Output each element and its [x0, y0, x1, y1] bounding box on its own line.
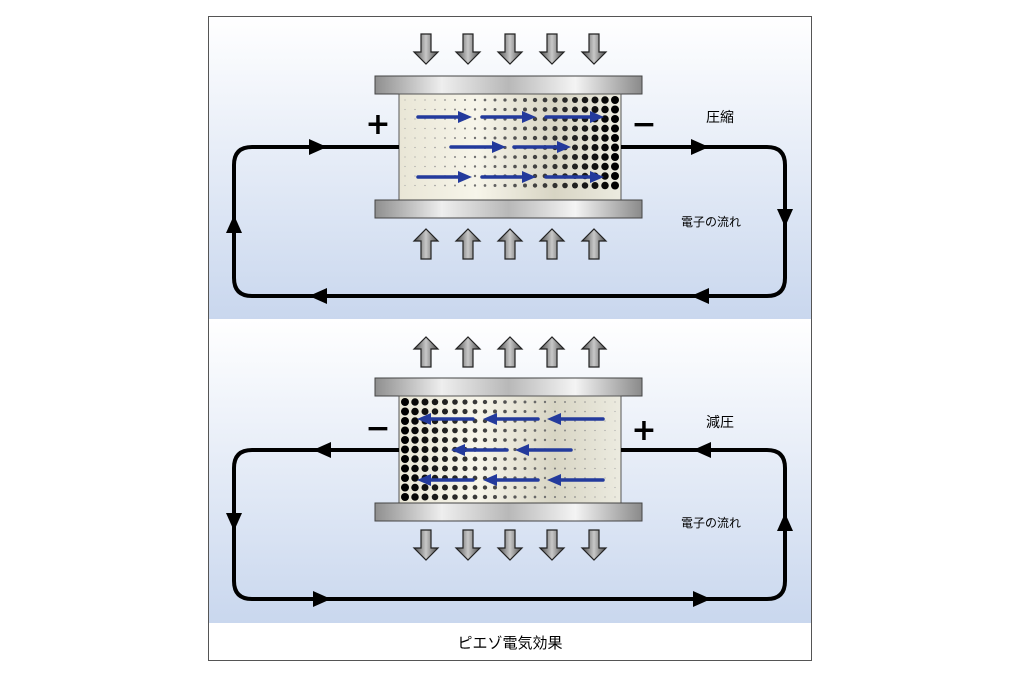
force-arrow-up-icon: [454, 336, 482, 368]
arrow-up-icon: [777, 513, 793, 531]
arrow-left-icon: [309, 288, 327, 304]
arrow-up-icon: [226, 215, 242, 233]
force-arrow-up-icon: [580, 336, 608, 368]
arrowhead-left-icon: [417, 474, 431, 486]
force-arrow-up-icon: [496, 336, 524, 368]
arrowhead-right-icon: [522, 111, 536, 123]
polarization-arrows: [416, 111, 604, 183]
force-arrows-inward-top: [412, 33, 608, 65]
bottom-electrode-plate: [374, 502, 643, 522]
left-sign: −: [365, 411, 390, 446]
decompression-panel: − + 減圧 電子の流れ: [209, 320, 811, 623]
force-arrow-down-icon: [496, 33, 524, 65]
arrow-right-icon: [309, 139, 327, 155]
arrowhead-left-icon: [417, 413, 431, 425]
left-sign: +: [365, 107, 390, 142]
force-arrow-down-icon: [580, 33, 608, 65]
arrowhead-right-icon: [492, 141, 506, 153]
arrowhead-right-icon: [458, 171, 472, 183]
compression-panel: + − 圧縮 電子の流れ: [209, 17, 811, 319]
force-arrow-up-icon: [454, 228, 482, 260]
force-arrow-down-icon: [538, 33, 566, 65]
force-arrows-inward-bottom: [412, 228, 608, 260]
arrowhead-right-icon: [590, 111, 604, 123]
charge-dots: [401, 398, 616, 501]
force-arrow-up-icon: [538, 336, 566, 368]
force-arrow-up-icon: [412, 228, 440, 260]
arrowhead-right-icon: [557, 141, 571, 153]
figure-caption: ピエゾ電気効果: [457, 634, 562, 652]
force-arrows-outward-top: [412, 336, 608, 368]
force-arrow-down-icon: [454, 33, 482, 65]
force-arrow-up-icon: [580, 228, 608, 260]
arrowhead-left-icon: [483, 474, 497, 486]
current-arrowheads: [226, 442, 793, 607]
top-electrode-plate: [374, 75, 643, 95]
force-arrow-down-icon: [538, 529, 566, 561]
force-arrow-down-icon: [454, 529, 482, 561]
force-arrows-outward-bottom: [412, 529, 608, 561]
arrowhead-left-icon: [547, 413, 561, 425]
arrow-left-icon: [313, 442, 331, 458]
arrowhead-left-icon: [483, 413, 497, 425]
force-arrow-up-icon: [538, 228, 566, 260]
current-arrowheads: [226, 139, 793, 304]
state-label: 圧縮: [706, 110, 734, 126]
polarization-arrows: [417, 413, 605, 486]
arrow-right-icon: [691, 139, 709, 155]
right-sign: −: [631, 107, 656, 142]
force-arrow-up-icon: [496, 228, 524, 260]
right-sign: +: [631, 413, 656, 448]
force-arrow-down-icon: [412, 33, 440, 65]
arrowhead-right-icon: [458, 111, 472, 123]
top-electrode-plate: [374, 377, 643, 397]
arrowhead-left-icon: [515, 444, 529, 456]
arrowhead-left-icon: [451, 444, 465, 456]
arrow-left-icon: [691, 288, 709, 304]
arrowhead-left-icon: [547, 474, 561, 486]
arrowhead-right-icon: [522, 171, 536, 183]
state-label: 減圧: [706, 414, 734, 431]
force-arrow-down-icon: [412, 529, 440, 561]
arrow-down-icon: [777, 209, 793, 227]
electron-flow-label: 電子の流れ: [681, 516, 741, 530]
arrow-right-icon: [693, 591, 711, 607]
bottom-electrode-plate: [374, 199, 643, 219]
force-arrow-down-icon: [496, 529, 524, 561]
arrowhead-right-icon: [590, 171, 604, 183]
arrow-left-icon: [693, 442, 711, 458]
force-arrow-down-icon: [580, 529, 608, 561]
electron-flow-label: 電子の流れ: [681, 215, 741, 229]
arrow-down-icon: [226, 513, 242, 531]
circuit-wire: [232, 145, 787, 298]
arrow-right-icon: [313, 591, 331, 607]
circuit-wire: [232, 448, 787, 601]
force-arrow-up-icon: [412, 336, 440, 368]
